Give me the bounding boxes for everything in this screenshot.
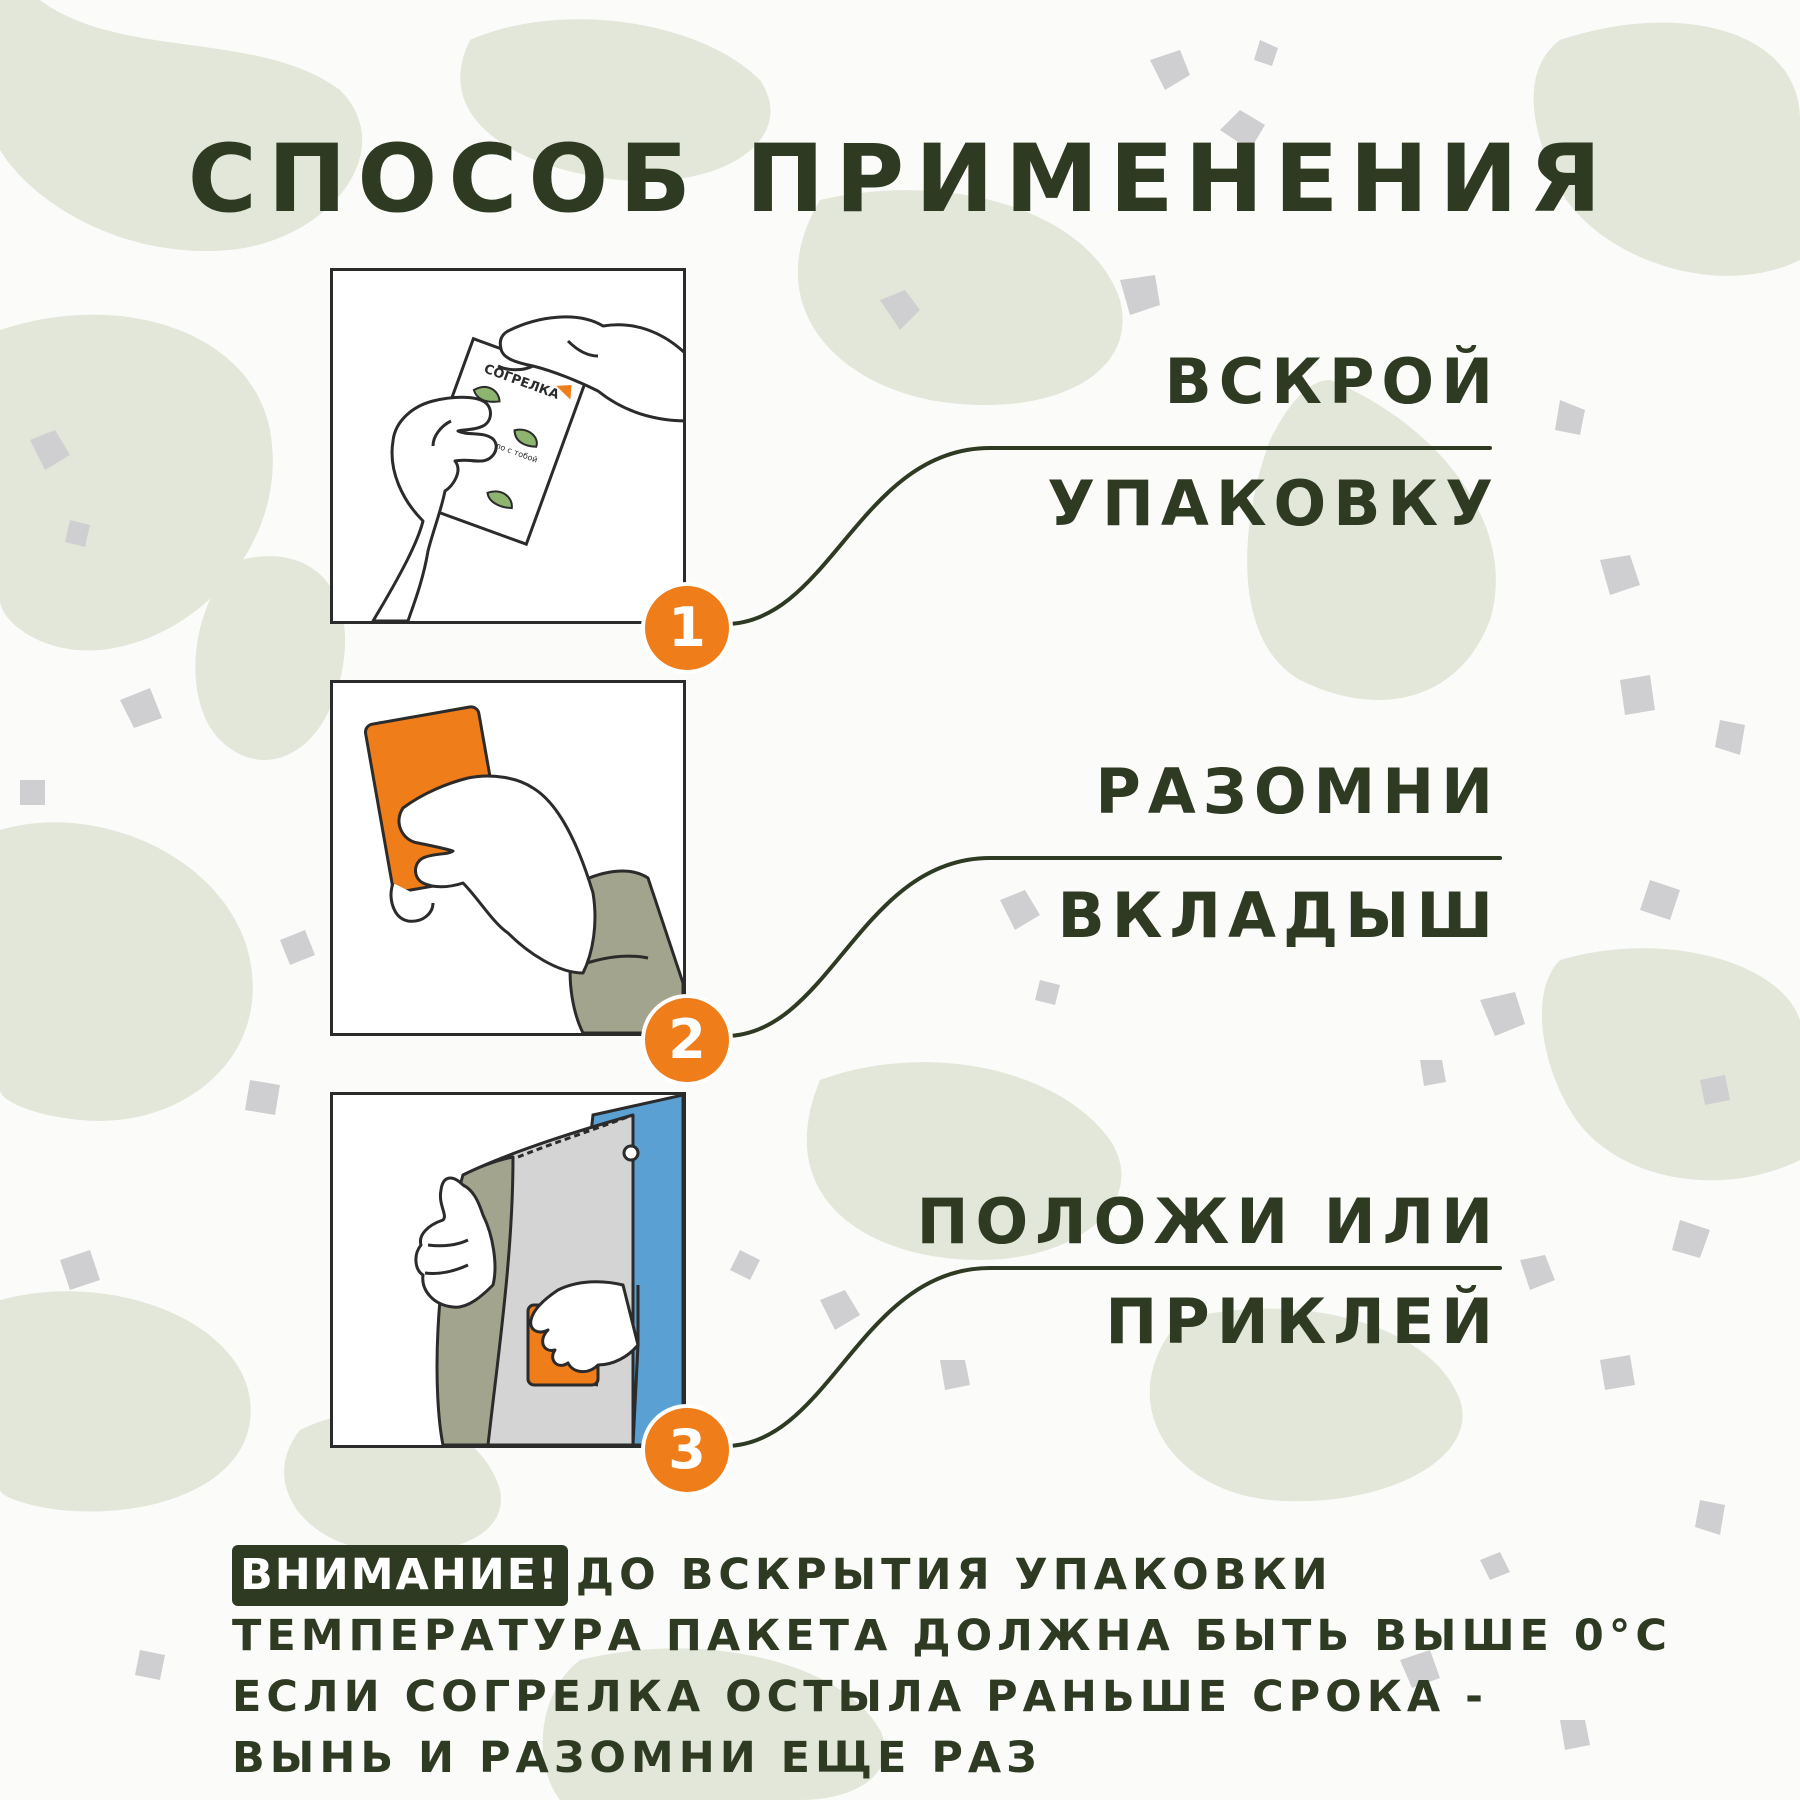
kneading-hand-icon xyxy=(389,774,597,975)
step-1-illustration: СОГРЕЛКА ваше тепло с тобой xyxy=(330,268,686,624)
page-title: СПОСОБ ПРИМЕНЕНИЯ xyxy=(187,125,1613,234)
connector-line-2 xyxy=(723,856,1502,1038)
warning-note: ВНИМАНИЕ!ДО ВСКРЫТИЯ УПАКОВКИ ТЕМПЕРАТУР… xyxy=(232,1545,1682,1789)
warning-line-3: ЕСЛИ СОГРЕЛКА ОСТЫЛА РАНЬШЕ СРОКА - xyxy=(232,1672,1488,1722)
step-3-number-badge: 3 xyxy=(641,1404,733,1496)
step-2-illustration xyxy=(330,680,686,1036)
hand-placing-pad-icon xyxy=(529,1280,640,1445)
hand-holding-jacket-icon xyxy=(414,1176,497,1309)
step-3-illustration xyxy=(330,1092,686,1448)
step-3-label-line1: ПОЛОЖИ ИЛИ xyxy=(916,1185,1500,1258)
warning-line-1: ВНИМАНИЕ!ДО ВСКРЫТИЯ УПАКОВКИ xyxy=(232,1545,1682,1606)
connector-line-3 xyxy=(723,1266,1502,1448)
sleeve-icon xyxy=(568,869,683,1033)
step-1-label-line1: ВСКРОЙ xyxy=(1164,345,1500,418)
left-hand-icon xyxy=(371,395,498,621)
warning-line-2: ТЕМПЕРАТУРА ПАКЕТА ДОЛЖНА БЫТЬ ВЫШЕ 0°С xyxy=(232,1611,1672,1661)
step-2-label-line1: РАЗОМНИ xyxy=(1095,755,1500,828)
connector-line-1 xyxy=(723,446,1492,626)
warning-line-4: ВЫНЬ И РАЗОМНИ ЕЩЕ РАЗ xyxy=(232,1733,1042,1783)
step-2-number-badge: 2 xyxy=(641,994,733,1086)
step-1-number-badge: 1 xyxy=(641,582,733,674)
right-hand-icon xyxy=(497,315,683,423)
step-1-label-line2: УПАКОВКУ xyxy=(1047,467,1500,540)
step-2-label-line2: ВКЛАДЫШ xyxy=(1057,879,1500,952)
step-3-label-line2: ПРИКЛЕЙ xyxy=(1105,1285,1500,1358)
warning-text: ДО ВСКРЫТИЯ УПАКОВКИ xyxy=(575,1550,1333,1600)
warning-badge: ВНИМАНИЕ! xyxy=(232,1545,568,1606)
